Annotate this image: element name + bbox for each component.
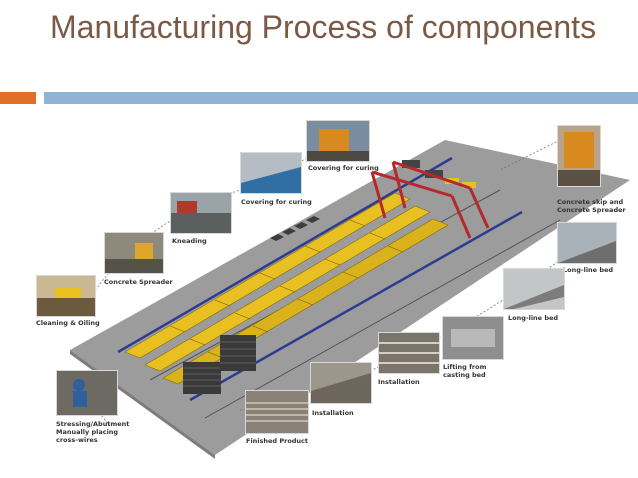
slab-stack-1 xyxy=(183,362,221,394)
label-stressing: Stressing/Abutment Manually placing cros… xyxy=(56,420,130,444)
photo-concrete-skip xyxy=(557,125,601,187)
photo-installation-1 xyxy=(378,332,440,374)
accent-bar-blue xyxy=(44,92,638,104)
photo-concrete-spreader xyxy=(104,232,164,274)
gantry-crane xyxy=(370,160,490,239)
photo-long-line-bed-1 xyxy=(557,222,617,264)
accent-bar-orange xyxy=(0,92,36,104)
slab-stack-2 xyxy=(220,335,256,371)
photo-lifting xyxy=(442,316,504,360)
label-long-line-bed-2: Long-line bed xyxy=(508,314,559,322)
label-installation-2: Installation xyxy=(312,409,354,417)
slide-title: Manufacturing Process of components xyxy=(50,9,597,45)
photo-covering-for-curing-2 xyxy=(306,120,370,162)
label-covering-for-curing-1: Covering for curing xyxy=(241,198,312,206)
label-lifting: Lifting from casting bed xyxy=(443,363,487,379)
photo-long-line-bed-2 xyxy=(503,268,565,310)
photo-kneading xyxy=(170,192,232,234)
label-installation-1: Installation xyxy=(378,378,420,386)
photo-finished-product xyxy=(245,390,309,434)
label-long-line-bed-1: Long-line bed xyxy=(563,266,614,274)
photo-installation-2 xyxy=(310,362,372,404)
photo-cleaning-oiling xyxy=(36,275,96,317)
rail-line-top xyxy=(117,156,453,354)
label-concrete-spreader: Concrete Spreader xyxy=(104,278,173,286)
label-covering-for-curing-2: Covering for curing xyxy=(308,164,379,172)
label-concrete-skip: Concrete skip and Concrete Spreader xyxy=(557,198,626,214)
label-kneading: Kneading xyxy=(172,237,207,245)
label-cleaning-oiling: Cleaning & Oiling xyxy=(36,319,100,327)
label-finished-product: Finished Product xyxy=(246,437,309,445)
photo-stressing xyxy=(56,370,118,416)
photo-covering-for-curing-1 xyxy=(240,152,302,194)
